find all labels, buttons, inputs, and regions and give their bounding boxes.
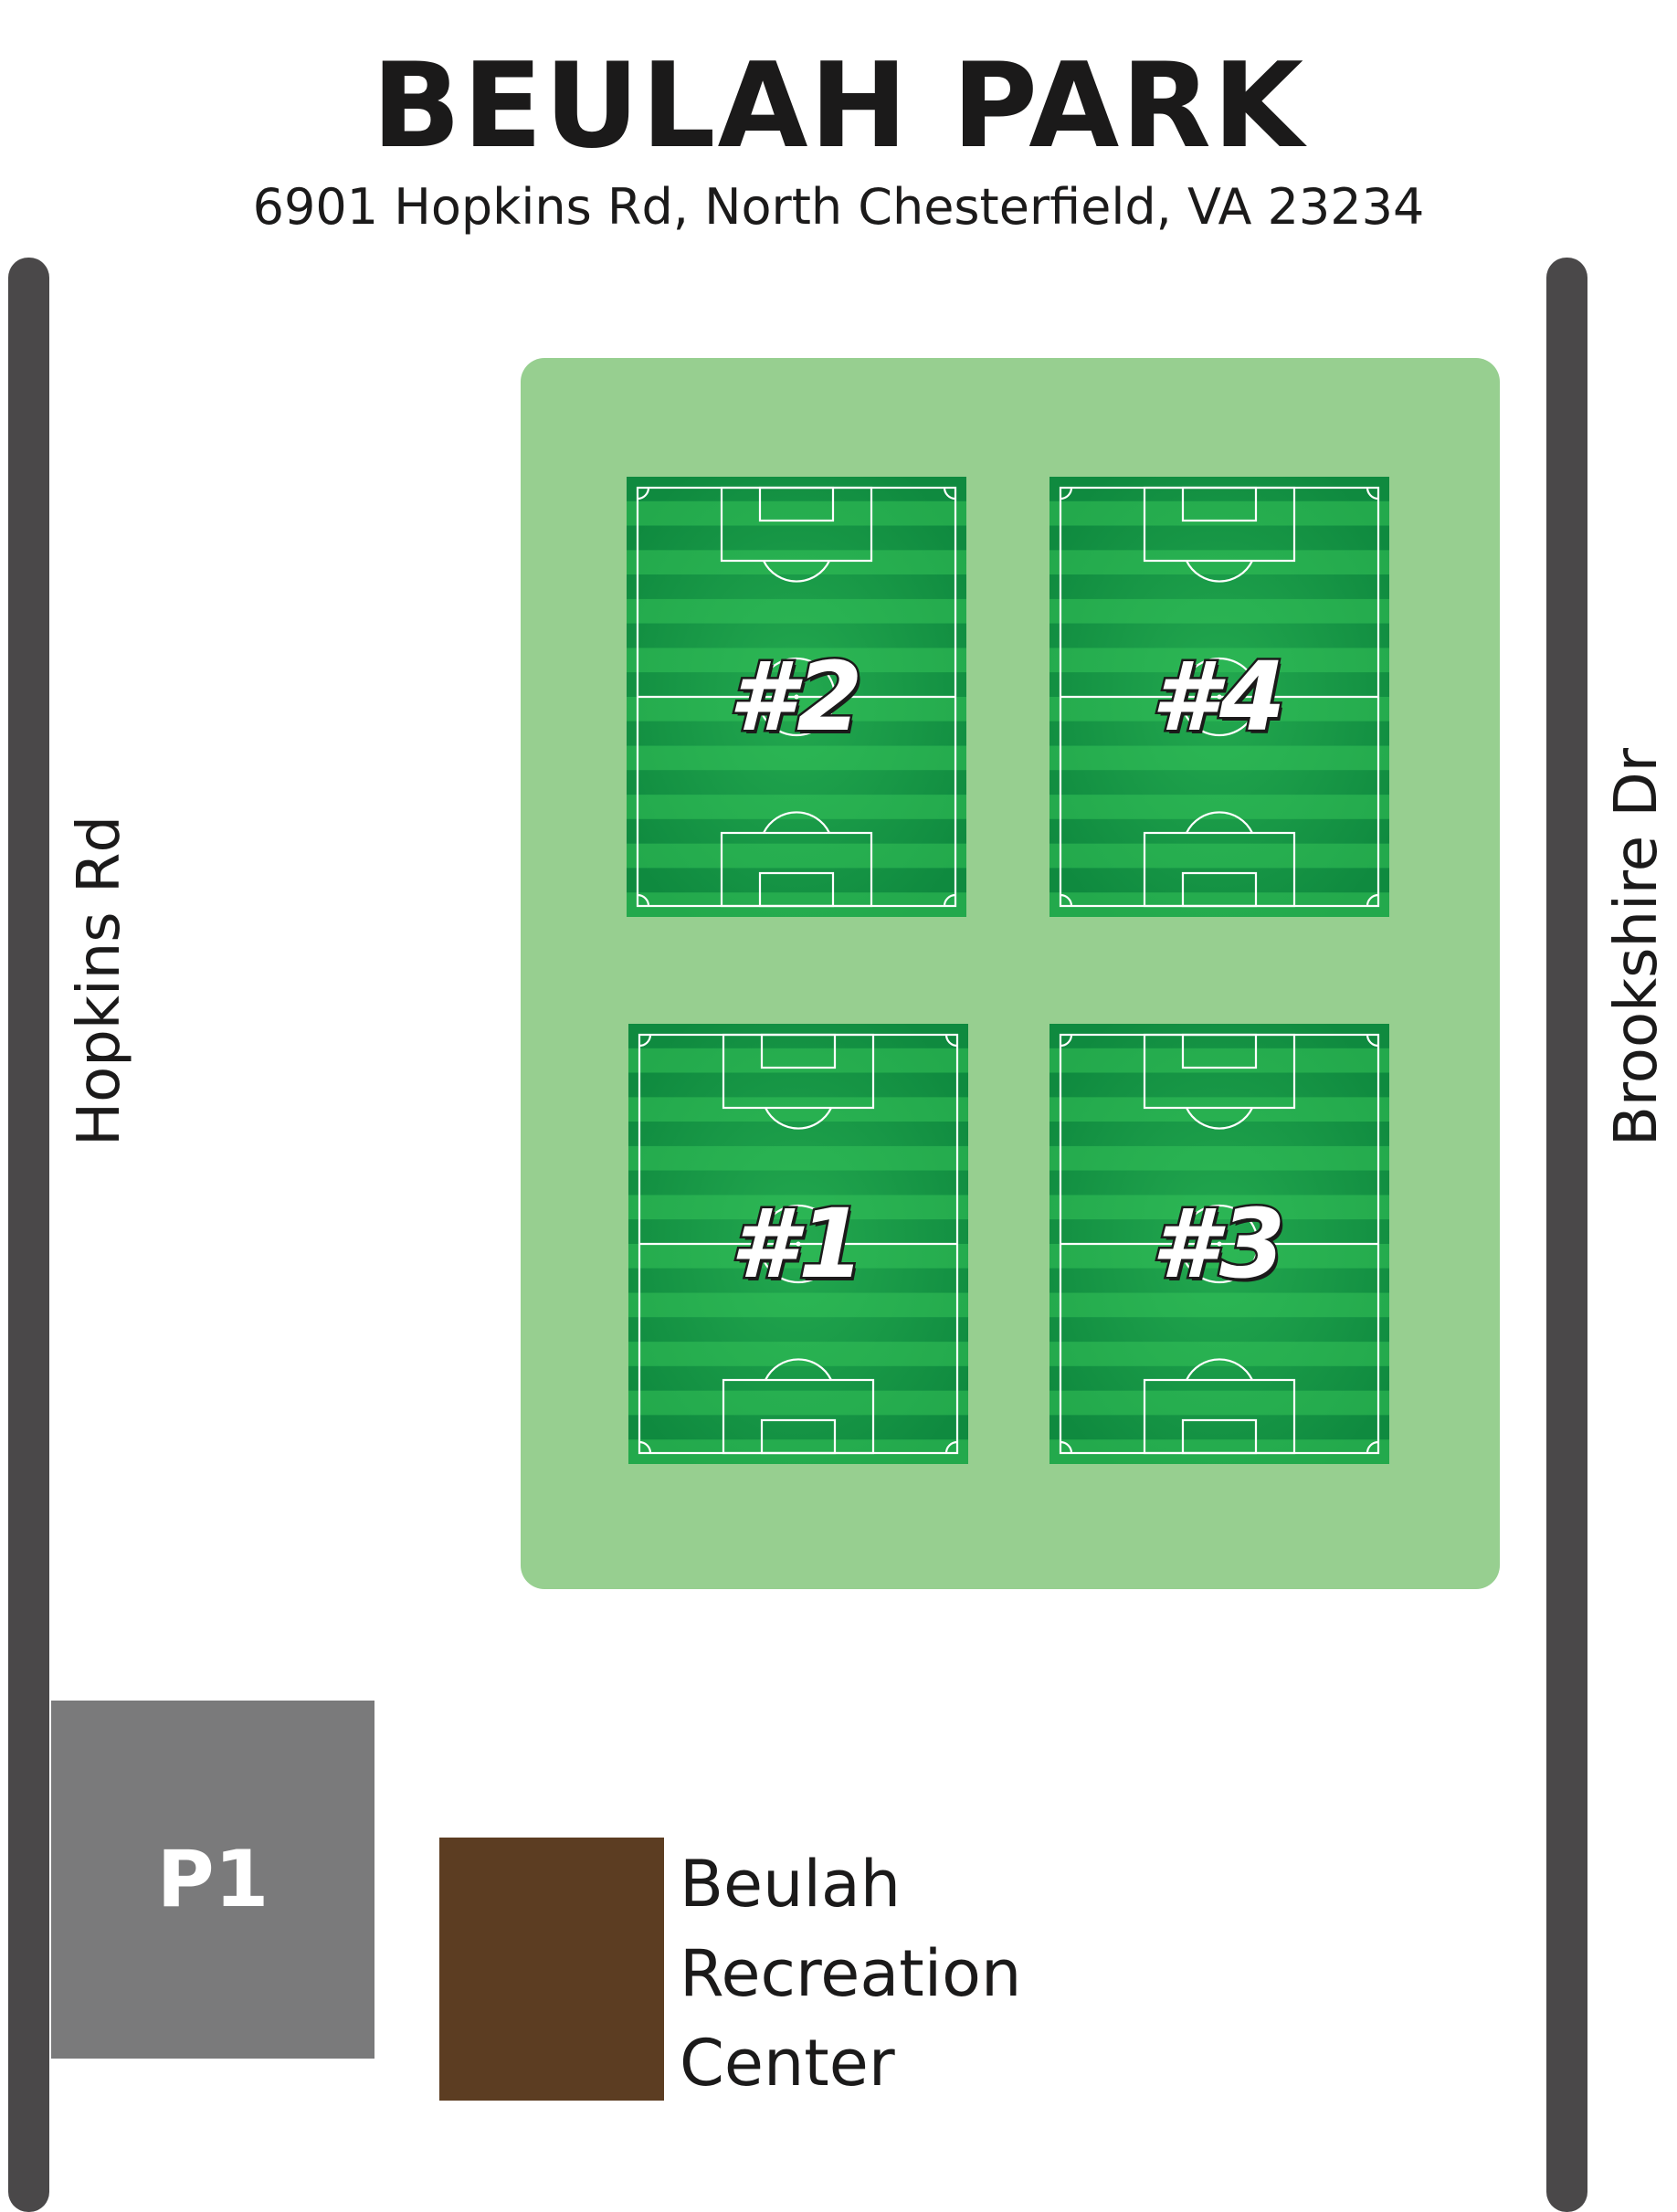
park-title: BEULAH PARK: [371, 38, 1306, 174]
soccer-field-3[interactable]: #3: [1049, 1024, 1389, 1464]
field-number-label: #1: [728, 1186, 867, 1302]
road-label-brookshire: Brookshire Dr: [1603, 747, 1671, 1146]
field-number-label: #2: [726, 639, 865, 755]
field-pitch-icon: [627, 477, 966, 917]
recreation-center-label: Beulah Recreation Center: [680, 1839, 1063, 2108]
field-pitch-icon: [628, 1024, 968, 1464]
parking-lot-label: P1: [156, 1834, 269, 1925]
building-label-line: Recreation: [680, 1936, 1022, 2011]
road-hopkins: [8, 258, 49, 2212]
building-label-line: Beulah: [680, 1847, 902, 1922]
soccer-field-2[interactable]: #2: [627, 477, 966, 917]
road-brookshire: [1546, 258, 1587, 2212]
building-label-line: Center: [680, 2026, 895, 2101]
road-label-hopkins: Hopkins Rd: [66, 815, 133, 1146]
park-address: 6901 Hopkins Rd, North Chesterfield, VA …: [252, 178, 1425, 236]
field-number-label: #4: [1149, 639, 1288, 755]
field-number-label: #3: [1149, 1186, 1288, 1302]
soccer-field-4[interactable]: #4: [1049, 477, 1389, 917]
parking-lot-p1[interactable]: [51, 1701, 374, 2059]
recreation-center-building[interactable]: [439, 1838, 664, 2101]
field-pitch-icon: [1049, 477, 1389, 917]
soccer-field-1[interactable]: #1: [628, 1024, 968, 1464]
field-pitch-icon: [1049, 1024, 1389, 1464]
